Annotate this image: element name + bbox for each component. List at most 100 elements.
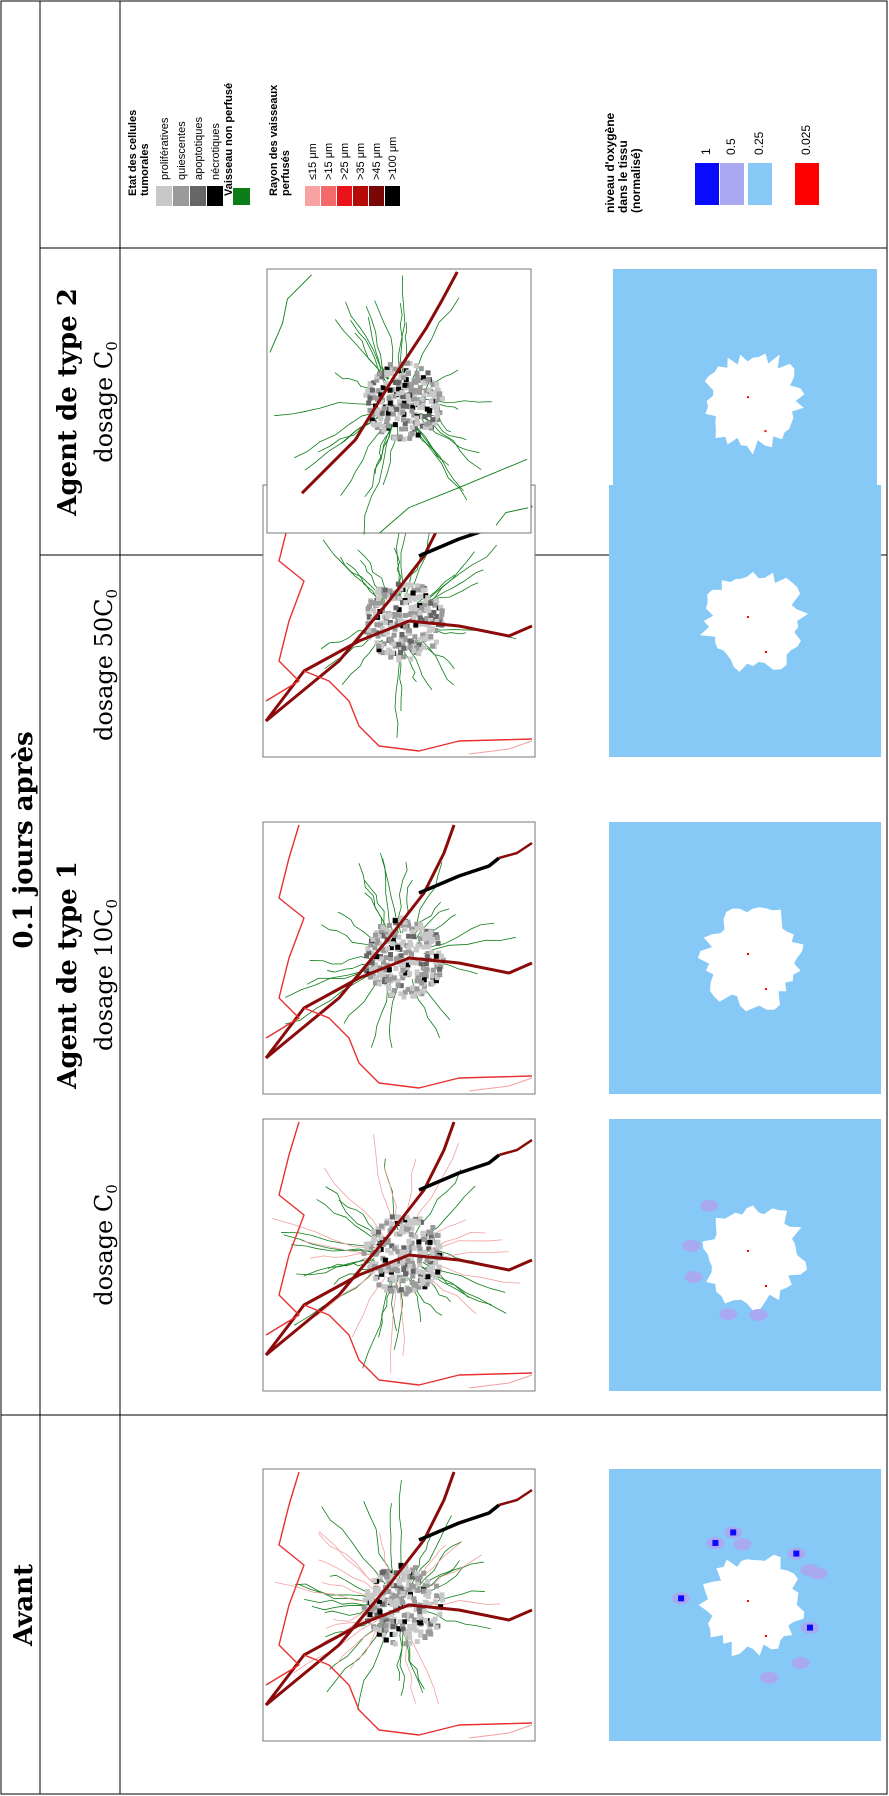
main-vessel — [265, 1121, 456, 1357]
tumour-cell — [398, 1287, 404, 1293]
tumour-cell — [383, 1617, 389, 1623]
tumour-cell — [415, 1576, 421, 1582]
sprout — [411, 297, 460, 381]
tumour-cell — [421, 1588, 427, 1594]
tumour-cell — [372, 1276, 378, 1282]
tumour-cell — [370, 421, 376, 427]
sprout — [397, 275, 406, 377]
legend-state-label: apoptotiques — [193, 117, 205, 180]
tumour-cell — [417, 1269, 423, 1275]
tumour-cell — [422, 1235, 428, 1241]
tumour — [364, 581, 446, 663]
tumour-cell — [393, 611, 399, 617]
tumour-cell — [372, 980, 378, 986]
tumour-cell — [374, 374, 380, 380]
tumour-cell — [395, 581, 401, 587]
tumour-cell — [377, 421, 383, 427]
tumour-cell — [417, 1251, 423, 1257]
tumour-cell — [399, 1249, 405, 1255]
tumour-cell — [403, 1641, 409, 1647]
legend-radius-swatch — [305, 186, 320, 206]
sprout — [364, 423, 392, 498]
nonperfused-vessel — [269, 274, 312, 353]
tumour-cell — [376, 941, 382, 947]
tumour-cell — [396, 642, 402, 648]
tumour-cell — [399, 635, 405, 641]
tumour-cell — [402, 624, 408, 630]
tumour-cell — [375, 589, 381, 595]
tumour-cell — [438, 964, 444, 970]
tumour-cell — [428, 399, 434, 405]
sprout — [325, 1186, 381, 1239]
tumour-cell — [384, 419, 390, 425]
oxygen-half — [749, 1309, 768, 1322]
tumour-cell — [402, 420, 408, 426]
sprout — [414, 1169, 462, 1236]
tumour-cell — [392, 1631, 398, 1637]
tumour-cell — [419, 926, 425, 932]
tumour-cell — [433, 1260, 439, 1266]
tumour-cell — [398, 983, 404, 989]
tumour-cell — [422, 414, 428, 420]
oxygen-half — [800, 1563, 819, 1576]
tumour-cell — [408, 951, 414, 957]
tumour-cell — [396, 595, 402, 601]
tumour-cell — [391, 1593, 397, 1599]
tumour-cell — [412, 1599, 418, 1605]
sprout — [419, 413, 467, 441]
tumour-cell — [430, 980, 436, 986]
tumour-cell — [433, 639, 439, 645]
dose-c0-a-text: dosage C — [90, 1194, 118, 1306]
tumour-cell — [408, 942, 414, 948]
tumour-cell — [421, 380, 427, 386]
legend-radius-label: ≤15 μm — [307, 143, 319, 180]
tumour-cell — [404, 1611, 410, 1617]
tumour-cell — [409, 926, 415, 932]
tumour-cell — [421, 1570, 427, 1576]
tumour-cell — [371, 1264, 377, 1270]
tumour-cell — [417, 1262, 423, 1268]
small-vessel — [468, 1724, 533, 1739]
tumour-cell — [416, 1258, 422, 1264]
tumour-cell — [377, 1577, 383, 1583]
tumour-cell — [429, 1249, 435, 1255]
tumour-cell — [400, 623, 406, 629]
tumour-cell — [376, 1282, 382, 1288]
tumour-cell — [409, 1583, 415, 1589]
tumour-cell — [373, 962, 379, 968]
tumour-cell — [409, 1567, 415, 1573]
tumour-cell — [438, 616, 444, 622]
tumour-cell — [418, 961, 424, 967]
tumour-cell — [408, 959, 414, 965]
tumour-cell — [405, 1286, 411, 1292]
tumour-cell — [432, 602, 438, 608]
tumour-cell — [392, 422, 398, 428]
tumour-cell — [386, 1598, 392, 1604]
vessel-panels — [262, 268, 536, 1742]
legend-radius-label: >25 μm — [339, 143, 351, 180]
tumour-cell — [418, 414, 424, 420]
oxygen-panel — [609, 1469, 881, 1741]
tumour-cell — [419, 396, 425, 402]
tumour-cell — [382, 587, 388, 593]
tumour-cell — [363, 1245, 369, 1251]
tumour-cell — [433, 614, 439, 620]
tumour-cell — [424, 1239, 430, 1245]
tumour-cell — [424, 944, 430, 950]
tumour-cell — [383, 1627, 389, 1633]
tumour-cell — [366, 627, 372, 633]
tumour-cell — [414, 990, 420, 996]
small-vessel — [303, 1007, 533, 1089]
dose-10c0-text: dosage 10C — [90, 909, 118, 1052]
sprout — [423, 1610, 491, 1629]
sprout — [304, 415, 380, 471]
tumour-cell — [401, 1619, 407, 1625]
sprout — [423, 936, 516, 955]
tumour-cell — [388, 1250, 394, 1256]
tumour-cell — [367, 1612, 373, 1618]
tumour-cell — [414, 947, 420, 953]
tumour-cell — [420, 401, 426, 407]
vessel-panel — [262, 821, 536, 1095]
tumour-cell — [404, 967, 410, 973]
sprout — [382, 858, 395, 934]
